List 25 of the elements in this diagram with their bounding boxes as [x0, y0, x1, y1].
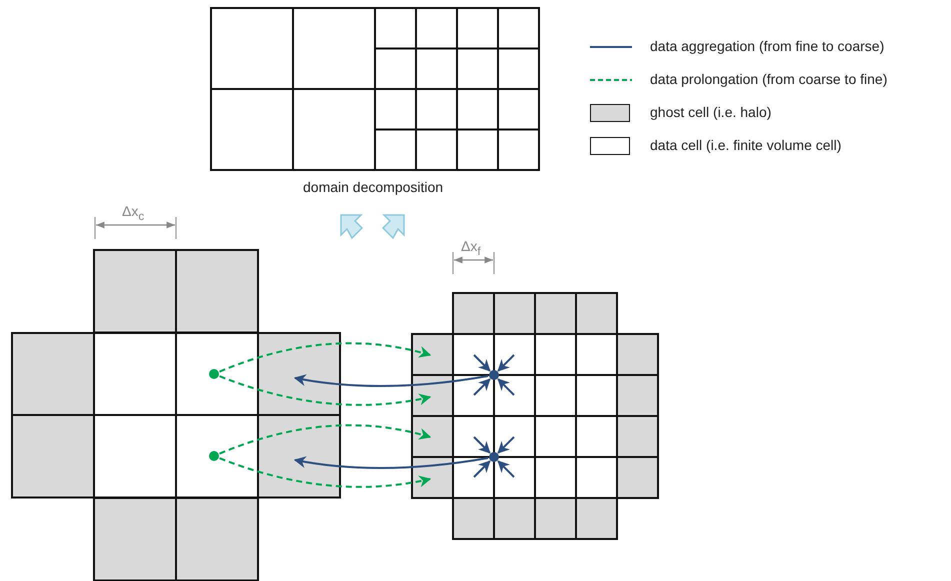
- arrow: [473, 378, 491, 396]
- source-dot: [209, 369, 219, 379]
- dashed-arrow: [219, 375, 432, 406]
- arrow: [497, 460, 515, 478]
- dimension-label: Δx$_{c}$: [122, 203, 144, 223]
- target-dot: [489, 452, 499, 462]
- arrow: [473, 436, 491, 454]
- legend-label: data cell (i.e. finite volume cell): [650, 137, 842, 153]
- target-dot: [489, 370, 499, 380]
- arrow: [497, 436, 515, 454]
- arrow: [473, 460, 491, 478]
- legend-label: ghost cell (i.e. halo): [650, 104, 772, 120]
- caption-text: domain decomposition: [303, 179, 444, 195]
- arrow: [294, 456, 488, 469]
- arrow: [497, 378, 515, 396]
- dimension-label: Δx$_{f}$: [461, 238, 481, 258]
- dashed-arrow: [219, 342, 432, 373]
- legend-label: data aggregation (from fine to coarse): [650, 38, 884, 54]
- dashed-arrow: [219, 457, 432, 488]
- arrow: [294, 374, 488, 387]
- arrow: [473, 354, 491, 372]
- dashed-arrow: [219, 424, 432, 455]
- legend-label: data prolongation (from coarse to fine): [650, 71, 888, 87]
- source-dot: [209, 451, 219, 461]
- arrow: [497, 354, 515, 372]
